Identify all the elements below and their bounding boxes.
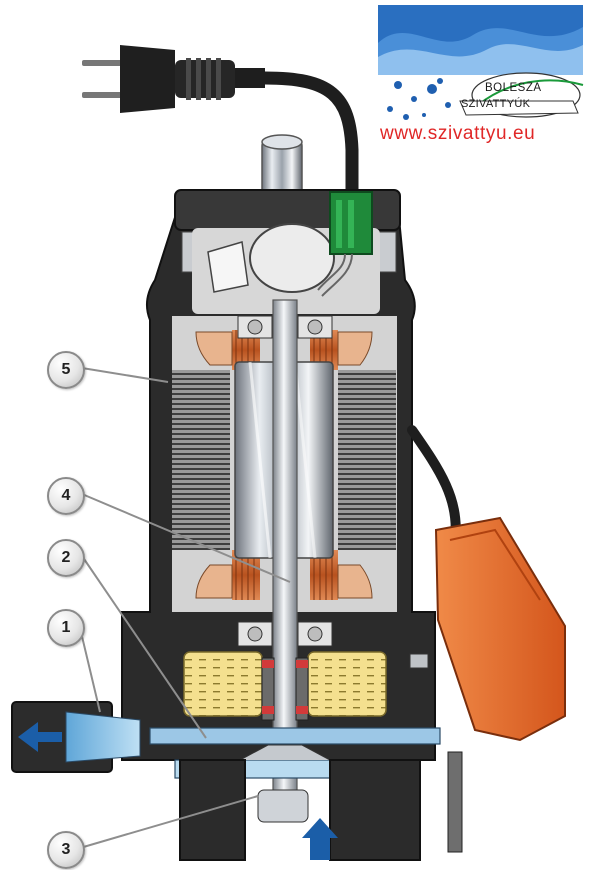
capacitor — [249, 223, 335, 293]
side-screw — [409, 653, 429, 669]
stator-left — [172, 370, 230, 550]
callout-3: 3 — [47, 831, 85, 869]
brand-logo: BOLESZA SZIVATTYÚK www.szivattyu.eu — [378, 5, 590, 153]
seal-chamber — [183, 651, 387, 721]
brand-name-line2: SZIVATTYÚK — [461, 98, 531, 110]
outflow-arrow-icon — [18, 722, 62, 752]
callout-2: 2 — [47, 539, 85, 577]
power-plug — [82, 45, 265, 113]
brand-name-line1: BOLESZA — [485, 82, 542, 94]
impeller-area — [149, 727, 441, 779]
power-cable — [258, 71, 359, 197]
stator-right — [338, 370, 396, 550]
copper-winding — [195, 330, 373, 600]
water-splash-image — [378, 5, 584, 120]
inflow-arrow-icon — [302, 818, 338, 860]
shaft — [272, 299, 298, 811]
upper-bearing — [237, 315, 333, 339]
callout-5: 5 — [47, 351, 85, 389]
cable-gland — [317, 191, 373, 297]
float-switch — [407, 425, 566, 742]
callout-1: 1 — [47, 609, 85, 647]
terminal-block — [207, 241, 249, 293]
website-url[interactable]: www.szivattyu.eu — [380, 123, 536, 144]
callout-4: 4 — [47, 477, 85, 515]
lower-bearing — [237, 621, 333, 647]
callout-leaders — [79, 367, 291, 849]
discharge-outlet — [11, 701, 141, 773]
